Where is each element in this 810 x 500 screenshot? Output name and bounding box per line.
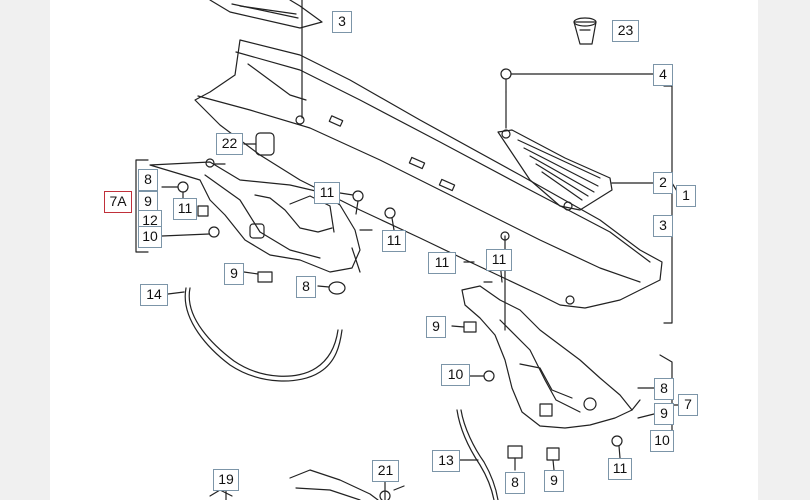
callout-11-a[interactable]: 11 xyxy=(173,198,197,220)
callout-7[interactable]: 7 xyxy=(678,394,698,416)
callout-9-bottom[interactable]: 9 xyxy=(544,470,564,492)
callout-10-right[interactable]: 10 xyxy=(441,364,470,386)
upper-grille-fragment xyxy=(209,0,323,29)
callout-9-mid[interactable]: 9 xyxy=(224,263,244,285)
callout-11-c[interactable]: 11 xyxy=(382,230,406,252)
callout-19[interactable]: 19 xyxy=(213,469,239,491)
callout-13[interactable]: 13 xyxy=(432,450,460,472)
left-fasteners xyxy=(161,181,396,295)
callout-9-far-right[interactable]: 9 xyxy=(654,403,674,425)
hose-14 xyxy=(167,287,343,382)
bottom-parts xyxy=(209,469,405,500)
callout-8-bottom[interactable]: 8 xyxy=(505,472,525,494)
callout-1[interactable]: 1 xyxy=(676,185,696,207)
screw-4 xyxy=(500,68,654,129)
callout-21[interactable]: 21 xyxy=(372,460,399,482)
group-bracket-7a xyxy=(135,159,149,253)
callout-8-mid[interactable]: 8 xyxy=(296,276,316,298)
left-cover-assembly xyxy=(149,158,373,273)
callout-8-right[interactable]: 8 xyxy=(654,378,674,400)
callout-11-e[interactable]: 11 xyxy=(486,249,512,271)
callout-11-d[interactable]: 11 xyxy=(428,252,456,274)
callout-22[interactable]: 22 xyxy=(216,133,243,155)
right-cover-assembly xyxy=(451,261,655,459)
callout-7a[interactable]: 7A xyxy=(104,191,132,213)
callout-2[interactable]: 2 xyxy=(653,172,673,194)
callout-11-bottom[interactable]: 11 xyxy=(608,458,632,480)
callout-10-left[interactable]: 10 xyxy=(138,226,162,248)
callout-10-far-right[interactable]: 10 xyxy=(650,430,674,452)
bumper-22 xyxy=(243,132,275,156)
clip-23 xyxy=(573,17,597,45)
callout-3-right[interactable]: 3 xyxy=(653,215,673,237)
grille-2 xyxy=(497,129,655,211)
callout-4[interactable]: 4 xyxy=(653,64,673,86)
cowl-panel xyxy=(194,27,663,331)
hose-13 xyxy=(456,409,560,500)
callout-9-right[interactable]: 9 xyxy=(426,316,446,338)
callout-8-left[interactable]: 8 xyxy=(138,169,158,191)
callout-3-top[interactable]: 3 xyxy=(332,11,352,33)
callout-11-b[interactable]: 11 xyxy=(314,182,340,204)
callout-23[interactable]: 23 xyxy=(612,20,639,42)
callout-14[interactable]: 14 xyxy=(140,284,168,306)
